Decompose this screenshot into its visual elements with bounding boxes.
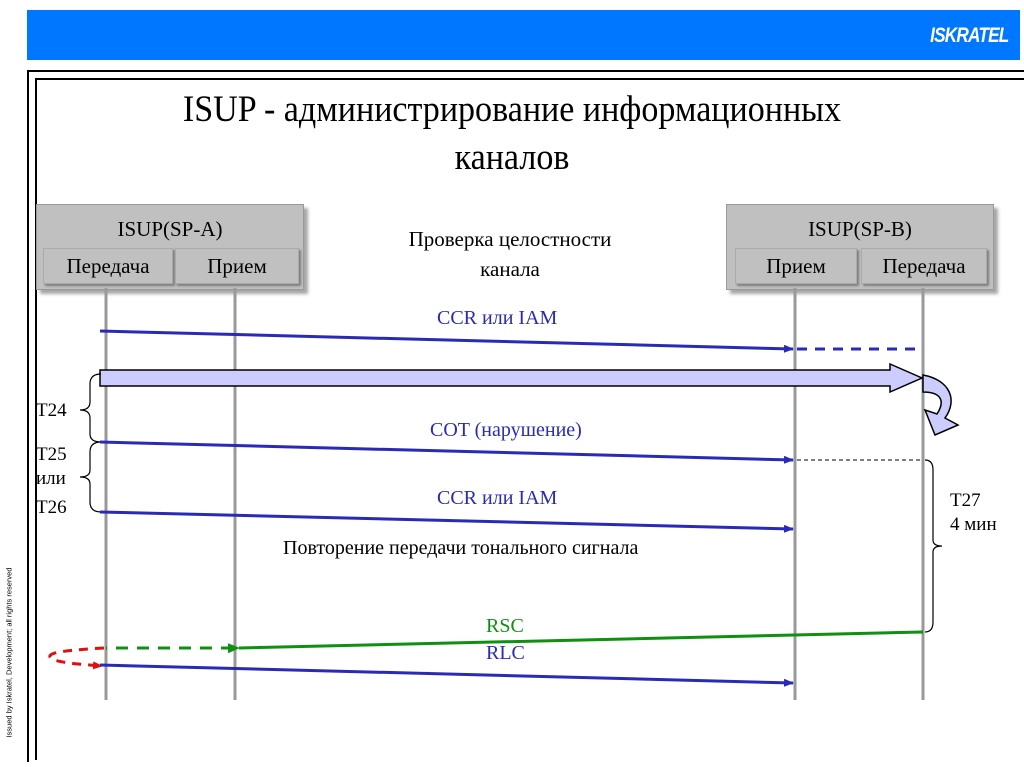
label-t27-value: 4 мин (950, 514, 997, 535)
node-sp-b-transmit: Передача (861, 248, 987, 284)
caption-line-2: канала (480, 257, 540, 281)
label-t26: T26 (36, 497, 67, 518)
node-sp-b-title: ISUP(SP-B) (808, 217, 912, 241)
node-sp-b: ISUP(SP-B) Прием Передача (726, 204, 994, 290)
brace-t27 (924, 459, 943, 633)
arrow-ccr-1 (99, 329, 794, 353)
label-ccr-1: CCR или IAM (437, 307, 558, 329)
iskratel-logo: ISKRATEL (929, 24, 1009, 47)
caption-line-1: Проверка целостности (408, 227, 612, 251)
slide-frame-outer (27, 70, 1024, 762)
label-cot: COT (нарушение) (430, 419, 582, 441)
slide-title: ISUP - администрирование информационных … (41, 86, 983, 182)
title-line-2: каналов (454, 137, 570, 178)
label-ccr-2: CCR или IAM (437, 487, 558, 509)
node-sp-a: ISUP(SP-A) Передача Прием (36, 204, 304, 290)
label-repeat-tone: Повторение передачи тонального сигнала (283, 537, 639, 559)
arrow-cot (99, 440, 794, 464)
label-rlc: RLC (486, 642, 525, 664)
node-sp-a-title: ISUP(SP-A) (117, 217, 223, 241)
node-sp-a-receive: Прием (175, 248, 299, 284)
node-sp-a-transmit: Передача (43, 248, 173, 284)
title-line-1: ISUP - администрирование информационных (182, 89, 842, 130)
label-t27: T27 (950, 490, 981, 511)
node-sp-b-receive: Прием (735, 248, 857, 284)
arrow-rsc (227, 630, 924, 654)
caption-continuity-check: Проверка целостности канала (360, 224, 660, 284)
loop-back-arrow (922, 374, 960, 436)
continuity-check-arrow (99, 362, 924, 394)
brace-t25-t26 (79, 441, 102, 513)
slide-frame-inner (35, 78, 1024, 760)
label-t25: T25 (36, 444, 67, 465)
arrow-rlc (99, 663, 794, 687)
label-or: или (36, 468, 66, 489)
brace-t24 (79, 373, 102, 443)
label-rsc: RSC (486, 615, 524, 637)
header-banner: ISKRATEL (27, 10, 1020, 60)
label-t24: T24 (36, 400, 67, 421)
red-loop-arrow (48, 646, 105, 670)
arrow-ccr-2 (99, 510, 794, 533)
